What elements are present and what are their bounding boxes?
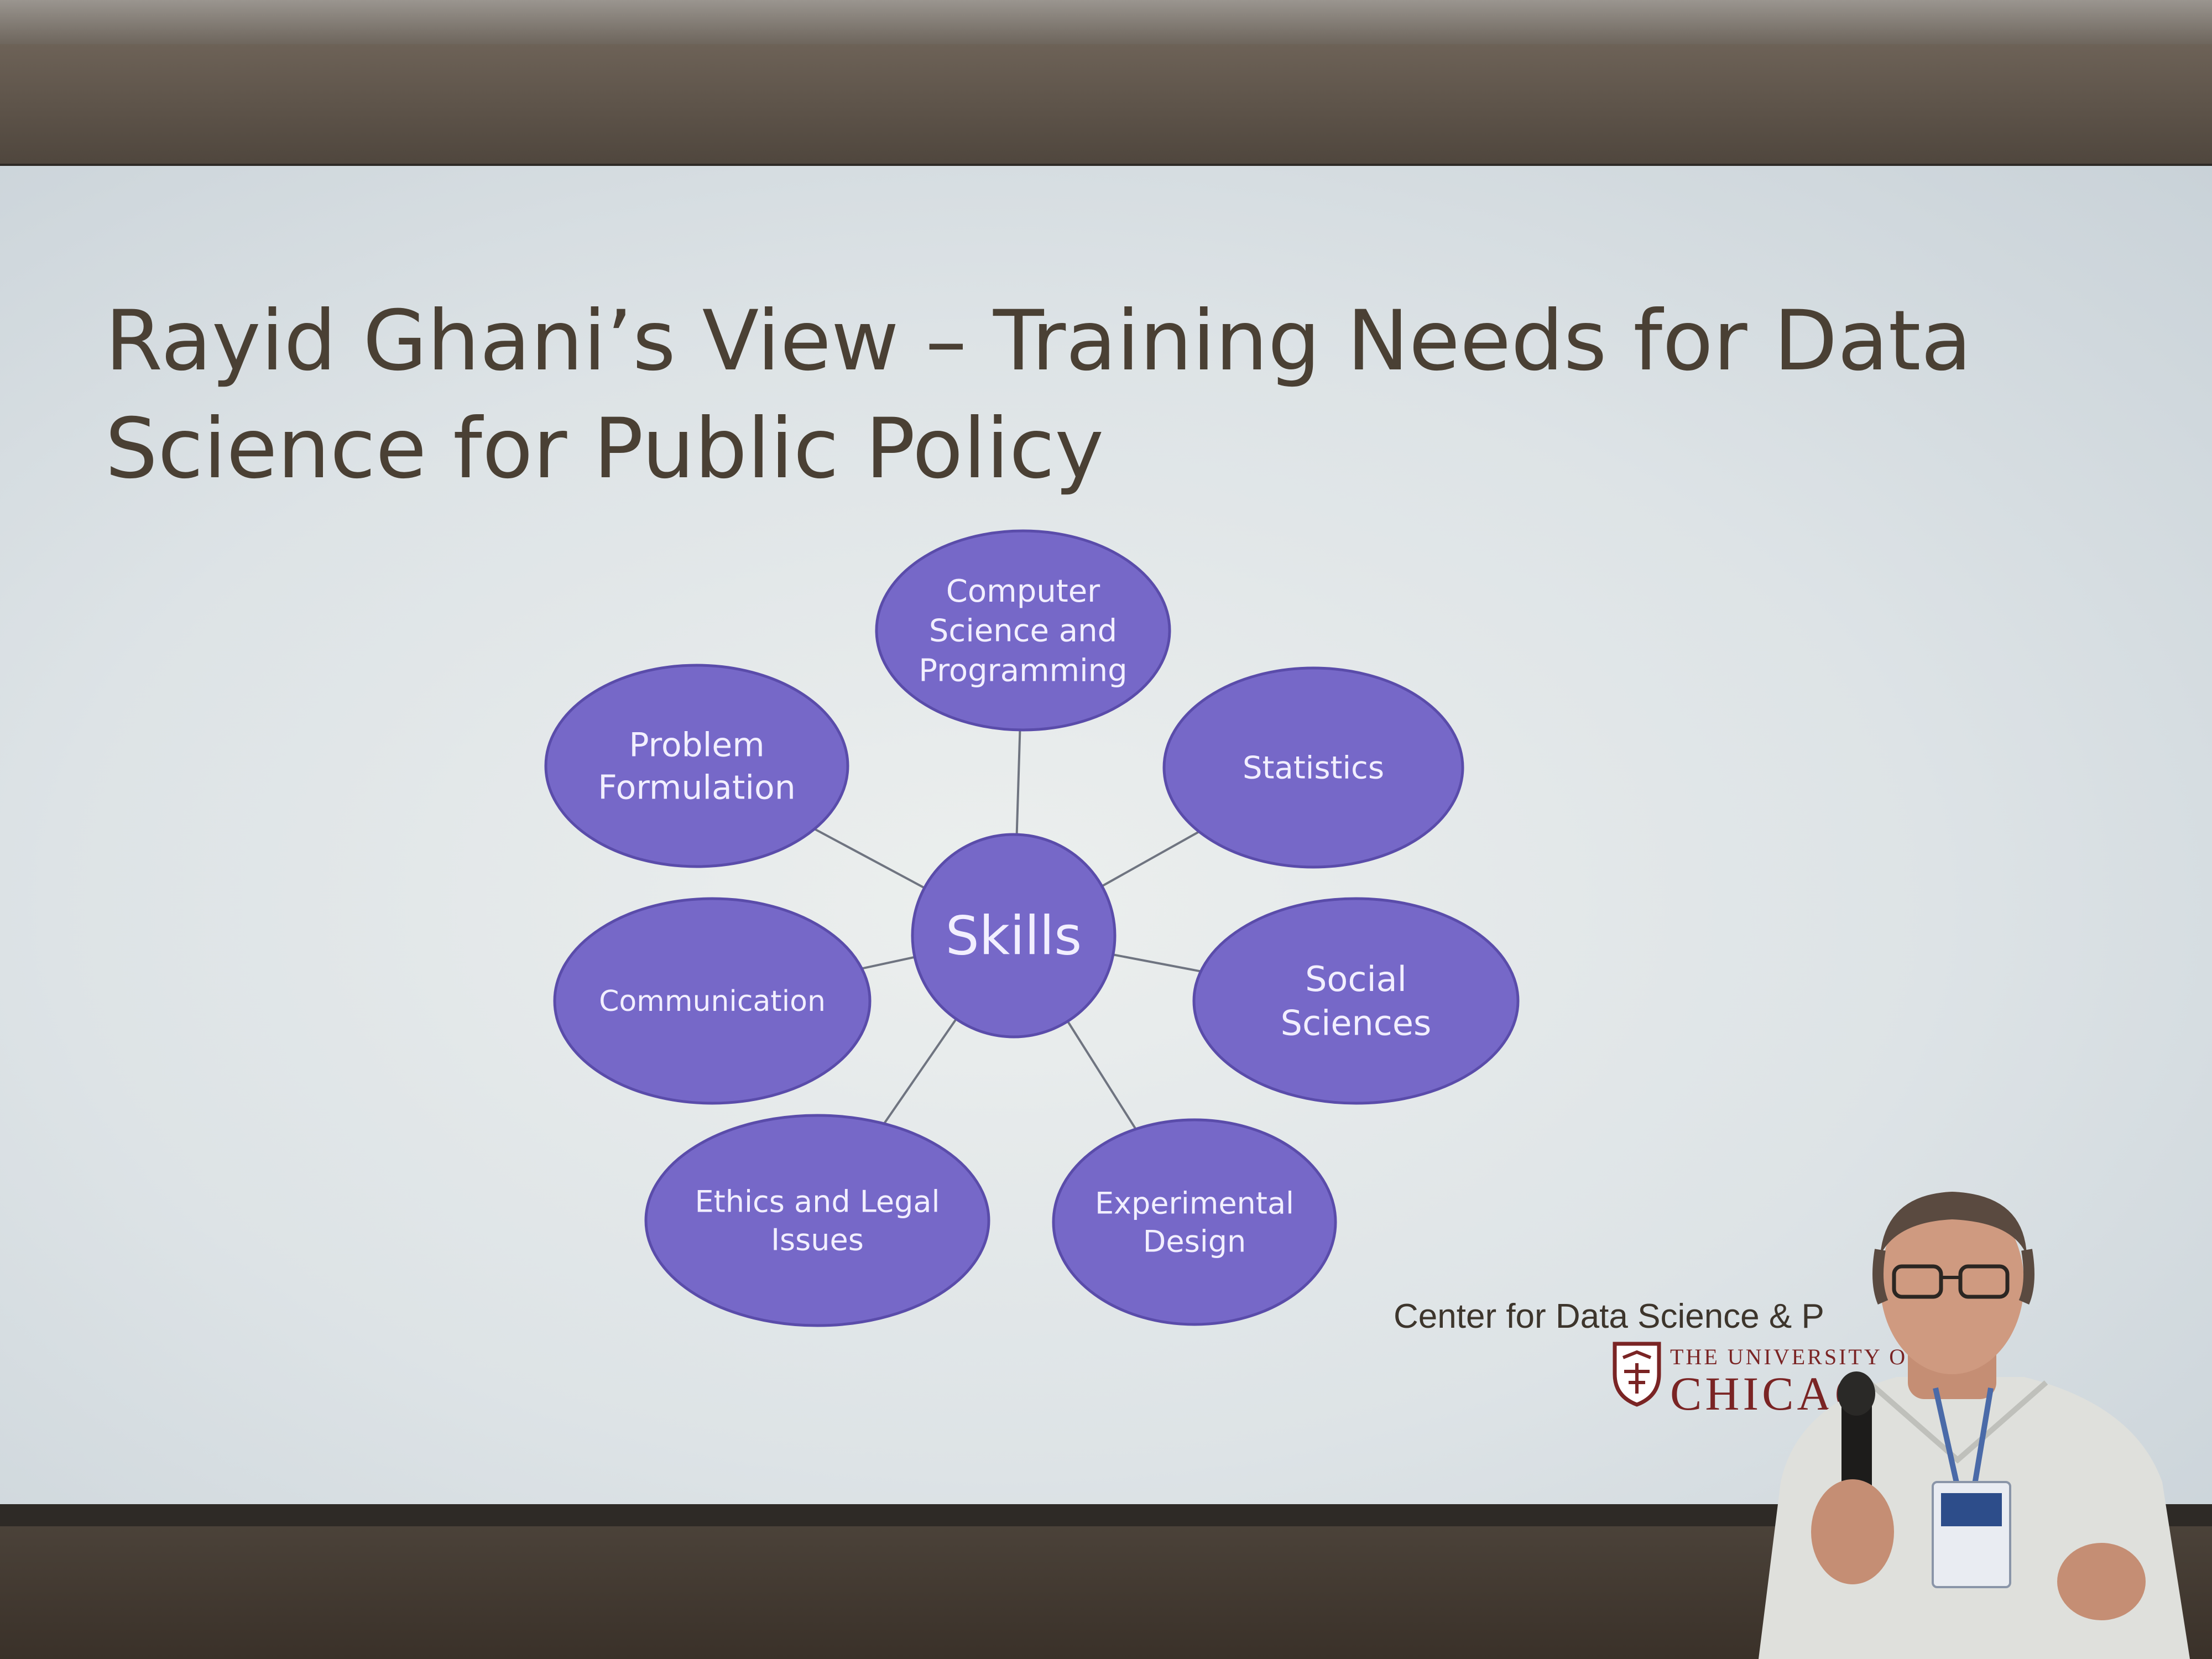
projected-slide: Rayid Ghani’s View – Training Needs for … bbox=[0, 166, 2212, 1504]
skill-node-cs-label-line: Programming bbox=[919, 653, 1127, 688]
skill-node-social-shape bbox=[1192, 897, 1520, 1105]
microphone-icon bbox=[1838, 1371, 1875, 1504]
connector-problem bbox=[813, 828, 925, 889]
ceiling bbox=[0, 0, 2212, 44]
skill-node-communication-shape bbox=[553, 897, 872, 1105]
skill-node-cs-label-line: Science and bbox=[929, 613, 1117, 649]
slide-title: Rayid Ghani’s View – Training Needs for … bbox=[105, 293, 1972, 497]
skills-center-node: Skills bbox=[911, 833, 1117, 1039]
center-name: Center for Data Science & P bbox=[1394, 1297, 1824, 1335]
skill-node-cs-label-line: Computer bbox=[946, 573, 1100, 609]
skill-node-ethics-shape bbox=[644, 1114, 990, 1327]
university-small-text: THE UNIVERSITY OF bbox=[1670, 1344, 1922, 1369]
skill-node-problem-label-line: Problem bbox=[629, 726, 764, 765]
skill-node-statistics-label-line: Statistics bbox=[1243, 750, 1384, 786]
skill-node-problem-label-line: Formulation bbox=[598, 768, 796, 807]
wall bbox=[0, 44, 2212, 166]
connector-ethics bbox=[883, 1018, 957, 1125]
connector-statistics bbox=[1101, 831, 1200, 888]
skill-node-problem-shape bbox=[544, 664, 849, 868]
skills-center-node-shape bbox=[911, 833, 1117, 1039]
skill-node-social-label-line: Sciences bbox=[1281, 1003, 1432, 1043]
skill-node-ethics-label-line: Ethics and Legal bbox=[695, 1184, 940, 1219]
skill-node-communication-label-line: Communication bbox=[599, 985, 826, 1018]
skill-node-social-label-line: Social bbox=[1305, 959, 1407, 999]
skills-center-node-label-line: Skills bbox=[946, 905, 1082, 967]
university-shield-icon bbox=[1613, 1342, 1661, 1407]
skill-node-cs-shape bbox=[875, 529, 1171, 732]
presenter bbox=[1759, 1192, 2190, 1659]
skill-node-experimental-label-line: Experimental bbox=[1095, 1186, 1294, 1220]
skill-node-ethics-label-line: Issues bbox=[771, 1222, 864, 1257]
skill-node-experimental-shape bbox=[1052, 1118, 1337, 1326]
skill-node-communication: Communication bbox=[553, 897, 872, 1105]
skill-node-experimental-label-line: Design bbox=[1143, 1224, 1246, 1259]
connector-communication bbox=[861, 956, 915, 970]
skill-node-statistics-shape bbox=[1162, 666, 1464, 869]
connector-cs bbox=[1015, 729, 1021, 835]
connector-social bbox=[1113, 953, 1201, 973]
connector-experimental bbox=[1066, 1020, 1137, 1130]
skill-node-statistics: Statistics bbox=[1162, 666, 1464, 869]
